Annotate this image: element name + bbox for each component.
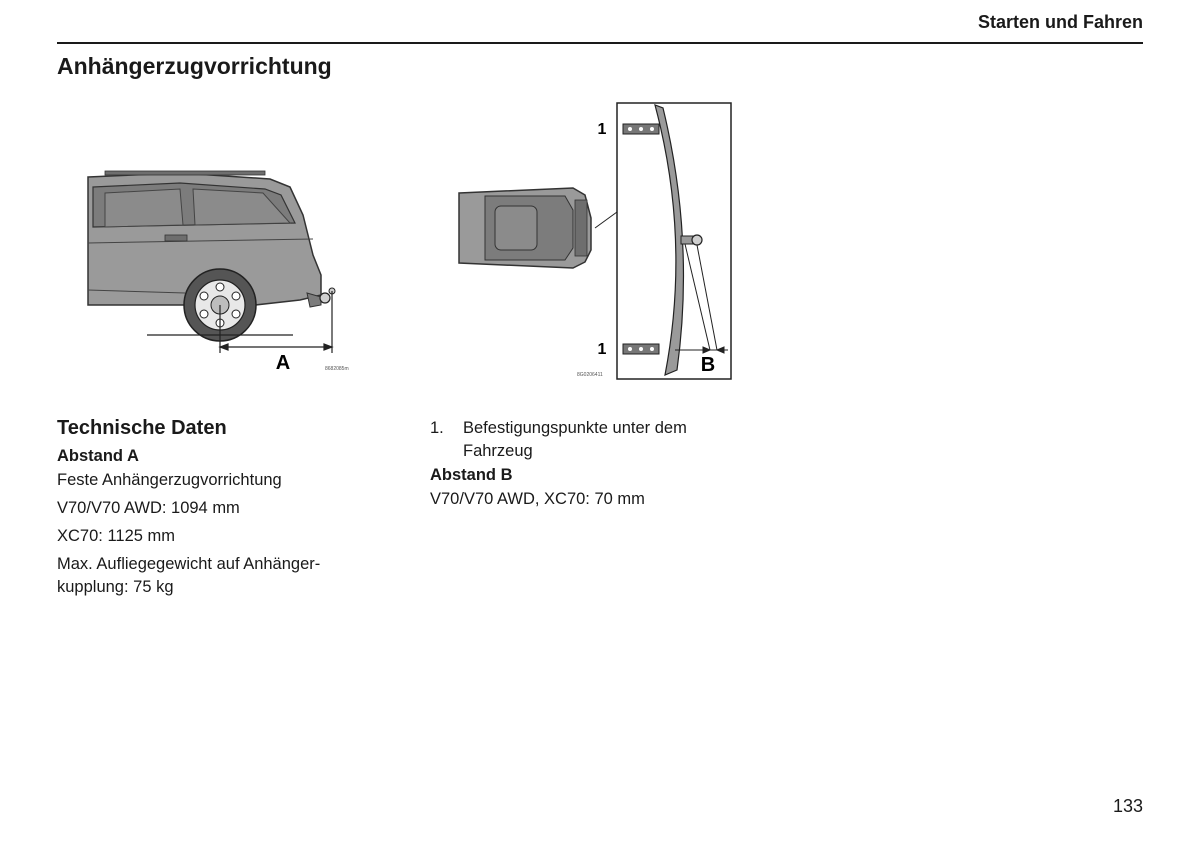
dimension-a-label: A: [276, 352, 290, 374]
abstand-b-heading: Abstand B: [430, 466, 513, 484]
page-number: 133: [1112, 796, 1143, 816]
dimension-a: [218, 291, 334, 353]
callout-1-top: 1: [598, 121, 607, 138]
technical-data-heading: Technische Daten: [57, 417, 227, 439]
tow-bar-ball: [306, 287, 336, 308]
abstand-b-line: V70/V70 AWD, XC70: 70 mm: [430, 490, 645, 508]
car-top-view-figure: 1 1 B 8G0206411: [458, 102, 732, 380]
abstand-a-line: Max. Aufliegegewicht auf Anhänger-kupplu…: [57, 555, 321, 596]
abstand-a-line: XC70: 1125 mm: [57, 527, 175, 545]
legend-text: Befestigungspunkte unter dem Fahrzeug: [463, 419, 687, 460]
car-top: [458, 187, 592, 269]
abstand-a-line: Feste Anhängerzugvorrichtung: [57, 471, 282, 489]
abstand-a-line: V70/V70 AWD: 1094 mm: [57, 499, 240, 517]
tow-bar-detail: [622, 104, 703, 376]
detail-pointer: [594, 211, 618, 229]
car-body: [87, 170, 322, 306]
figure-ref-code: 8682085m: [325, 366, 349, 372]
page-title: Anhängerzugvorrichtung: [57, 53, 332, 79]
dimension-b: [675, 243, 728, 354]
car-side-view-figure: A 8682085m: [87, 170, 349, 374]
legend-number: 1.: [430, 419, 444, 437]
dimension-b-label: B: [701, 354, 715, 376]
section-header: Starten und Fahren: [977, 12, 1143, 32]
abstand-a-heading: Abstand A: [57, 447, 139, 465]
header-rule: [57, 42, 1143, 44]
callout-1-bottom: 1: [598, 341, 607, 358]
figure-ref-code: 8G0206411: [577, 372, 603, 378]
